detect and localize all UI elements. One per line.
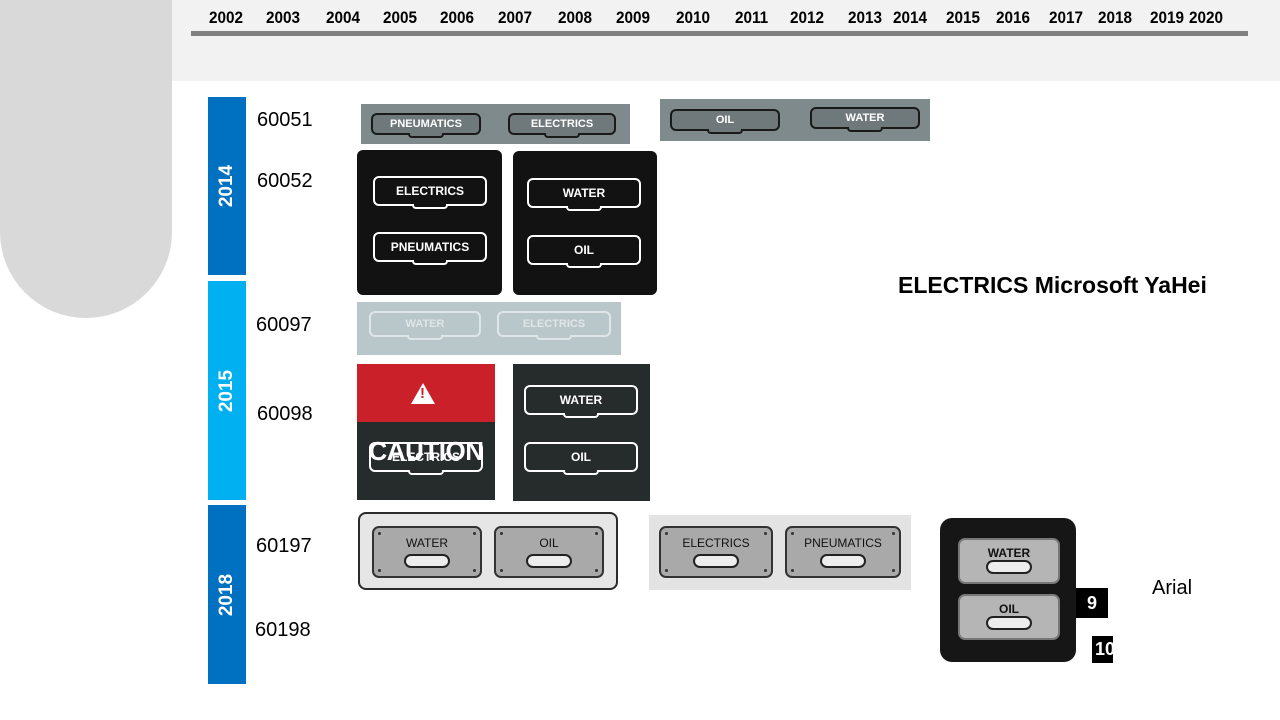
label-tag: ELECTRICS <box>369 442 483 475</box>
rivet-icon <box>892 532 895 535</box>
part-code: 60052 <box>257 170 313 192</box>
rivet-icon <box>500 569 503 572</box>
label-image-60097: WATER ELECTRICS <box>357 302 621 355</box>
timeline-year: 2010 <box>676 8 711 27</box>
timeline-year: 2011 <box>735 8 769 27</box>
plate-text: OIL <box>999 602 1019 616</box>
label-tag: PNEUMATICS <box>373 232 487 265</box>
label-image-60197-a: WATER OIL <box>358 512 618 590</box>
caution-text: CAUTION <box>368 436 484 466</box>
label-tag: PNEUMATICS <box>371 113 481 138</box>
rivet-icon <box>764 569 767 572</box>
label-image-60051-b: OIL WATER <box>660 99 930 141</box>
group-2015: 2015 <box>208 281 246 500</box>
plate-tag: WATER <box>958 538 1060 584</box>
plate-text: WATER <box>406 536 448 550</box>
number-box: 10 <box>1092 636 1113 663</box>
plate-tag: PNEUMATICS <box>785 526 901 578</box>
label-tag: WATER <box>369 311 481 340</box>
rivet-icon <box>892 569 895 572</box>
timeline-year: 2006 <box>440 8 475 27</box>
decorative-rounded-panel <box>0 0 172 318</box>
label-image-60052-a: ELECTRICS PNEUMATICS <box>357 150 502 295</box>
timeline-axis <box>191 31 1248 36</box>
label-tag: ELECTRICS <box>373 176 487 209</box>
font-note-arial: Arial <box>1152 577 1193 599</box>
rivet-icon <box>764 532 767 535</box>
plate-tag: OIL <box>958 594 1060 640</box>
warning-triangle-icon <box>411 383 435 404</box>
rivet-icon <box>473 569 476 572</box>
timeline-year: 2009 <box>616 8 651 27</box>
plate-tag: WATER <box>372 526 482 578</box>
part-code: 60098 <box>257 403 313 425</box>
part-code: 60097 <box>256 314 312 336</box>
timeline-year: 2016 <box>996 8 1031 27</box>
timeline-year: 2008 <box>558 8 593 27</box>
timeline-year: 2004 <box>326 8 361 27</box>
timeline-year: 2015 <box>946 8 981 27</box>
label-image-60051-a: PNEUMATICS ELECTRICS <box>361 104 630 144</box>
timeline-year: 2012 <box>790 8 825 27</box>
label-tag: OIL <box>524 442 638 475</box>
label-tag: WATER <box>527 178 641 211</box>
font-note-yahei: ELECTRICS Microsoft YaHei <box>898 272 1207 298</box>
caution-banner: CAUTION <box>357 364 495 466</box>
timeline-year: 2017 <box>1049 8 1084 27</box>
rivet-icon <box>595 532 598 535</box>
label-tag: OIL <box>670 109 780 134</box>
label-image-60197-b: ELECTRICS PNEUMATICS <box>649 515 911 590</box>
part-code: 60051 <box>257 109 313 131</box>
timeline-year: 2002 <box>209 8 244 27</box>
plate-text: ELECTRICS <box>682 536 750 550</box>
label-tag: WATER <box>810 107 920 132</box>
label-tag: WATER <box>524 385 638 418</box>
group-label: 2015 <box>216 369 237 412</box>
timeline-year: 2005 <box>383 8 418 27</box>
group-2014: 2014 <box>208 97 246 275</box>
plate-text: PNEUMATICS <box>804 536 882 550</box>
timeline-year: 2014 <box>893 8 928 27</box>
label-image-60198: WATER OIL <box>940 518 1076 662</box>
timeline-year: 2020 <box>1189 8 1224 27</box>
timeline-year: 2003 <box>266 8 301 27</box>
plate-text: OIL <box>539 536 559 550</box>
group-label: 2018 <box>216 573 237 616</box>
label-tag: OIL <box>527 235 641 268</box>
label-image-60052-b: WATER OIL <box>513 151 657 295</box>
rivet-icon <box>791 532 794 535</box>
part-code: 60198 <box>255 619 311 641</box>
rivet-icon <box>378 532 381 535</box>
part-code: 60197 <box>256 535 312 557</box>
label-image-60098-b: WATER OIL <box>513 364 650 501</box>
number-box: 9 <box>1076 588 1108 618</box>
timeline-year: 2019 <box>1150 8 1185 27</box>
label-tag: ELECTRICS <box>508 113 616 138</box>
rivet-icon <box>378 569 381 572</box>
timeline-header-band <box>172 0 1280 81</box>
rivet-icon <box>595 569 598 572</box>
rivet-icon <box>665 532 668 535</box>
timeline-year: 2013 <box>848 8 883 27</box>
rivet-icon <box>665 569 668 572</box>
rivet-icon <box>500 532 503 535</box>
label-tag: ELECTRICS <box>497 311 611 340</box>
timeline-year: 2018 <box>1098 8 1133 27</box>
plate-text: WATER <box>987 546 1031 560</box>
rivet-icon <box>473 532 476 535</box>
timeline-year: 2007 <box>498 8 533 27</box>
group-label: 2014 <box>216 164 237 208</box>
label-image-60098-a: CAUTION ELECTRICS <box>357 364 495 500</box>
plate-tag: OIL <box>494 526 604 578</box>
rivet-icon <box>791 569 794 572</box>
plate-tag: ELECTRICS <box>659 526 773 578</box>
group-2018: 2018 <box>208 505 246 684</box>
